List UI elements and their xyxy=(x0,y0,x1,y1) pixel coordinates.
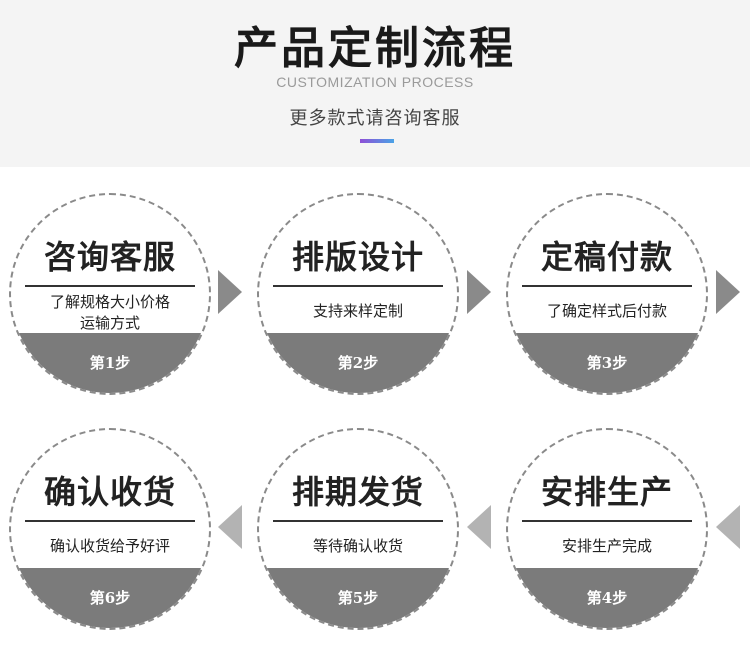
step-footer xyxy=(11,333,209,393)
step-description: 了解规格大小价格 运输方式 xyxy=(35,292,185,334)
step-divider xyxy=(273,520,443,522)
step-circle-1: 咨询客服 了解规格大小价格 运输方式 第1步 xyxy=(9,193,211,395)
step-title: 排版设计 xyxy=(291,238,424,276)
step-footer xyxy=(508,333,706,393)
step-footer xyxy=(11,568,209,628)
step-description-line: 运输方式 xyxy=(79,314,140,332)
step-number: 第1步 xyxy=(89,354,131,372)
step-divider xyxy=(522,520,692,522)
step-description: 确认收货给予好评 xyxy=(49,537,170,555)
step-circle-3: 定稿付款 了确定样式后付款 第3步 xyxy=(506,193,708,395)
step-number: 第3步 xyxy=(586,354,628,372)
step-divider xyxy=(273,285,443,287)
step-description-line: 了解规格大小价格 xyxy=(49,293,170,311)
step-title: 安排生产 xyxy=(540,473,673,511)
step-divider xyxy=(522,285,692,287)
step-circle-4: 安排生产 安排生产完成 第4步 xyxy=(506,428,708,630)
step-number: 第6步 xyxy=(89,589,131,607)
step-footer xyxy=(259,333,457,393)
step-divider xyxy=(25,285,195,287)
page-title: 产品定制流程 xyxy=(234,23,516,74)
arrow-right-icon xyxy=(716,270,740,314)
step-divider xyxy=(25,520,195,522)
step-footer xyxy=(508,568,706,628)
step-description: 安排生产完成 xyxy=(561,537,652,555)
arrow-right-icon xyxy=(218,270,242,314)
step-circle-6: 确认收货 确认收货给予好评 第6步 xyxy=(9,428,211,630)
step-circle-2: 排版设计 支持来样定制 第2步 xyxy=(257,193,459,395)
page-subtitle: CUSTOMIZATION PROCESS xyxy=(276,74,474,90)
step-number: 第2步 xyxy=(337,354,379,372)
step-description: 支持来样定制 xyxy=(312,302,403,320)
arrow-right-icon xyxy=(467,270,491,314)
step-circle-5: 排期发货 等待确认收货 第5步 xyxy=(257,428,459,630)
step-title: 排期发货 xyxy=(291,473,424,511)
header-banner: 产品定制流程 CUSTOMIZATION PROCESS 更多款式请咨询客服 xyxy=(0,0,750,167)
step-footer xyxy=(259,568,457,628)
arrow-left-icon xyxy=(218,505,242,549)
page-tagline: 更多款式请咨询客服 xyxy=(289,108,461,129)
accent-divider xyxy=(360,139,394,143)
step-title: 定稿付款 xyxy=(540,238,673,276)
arrow-left-icon xyxy=(467,505,491,549)
step-number: 第4步 xyxy=(586,589,628,607)
step-title: 确认收货 xyxy=(43,473,176,511)
step-number: 第5步 xyxy=(337,589,379,607)
step-description: 等待确认收货 xyxy=(312,537,403,555)
step-title: 咨询客服 xyxy=(43,238,176,276)
step-description: 了确定样式后付款 xyxy=(546,302,667,320)
arrow-left-icon xyxy=(716,505,740,549)
